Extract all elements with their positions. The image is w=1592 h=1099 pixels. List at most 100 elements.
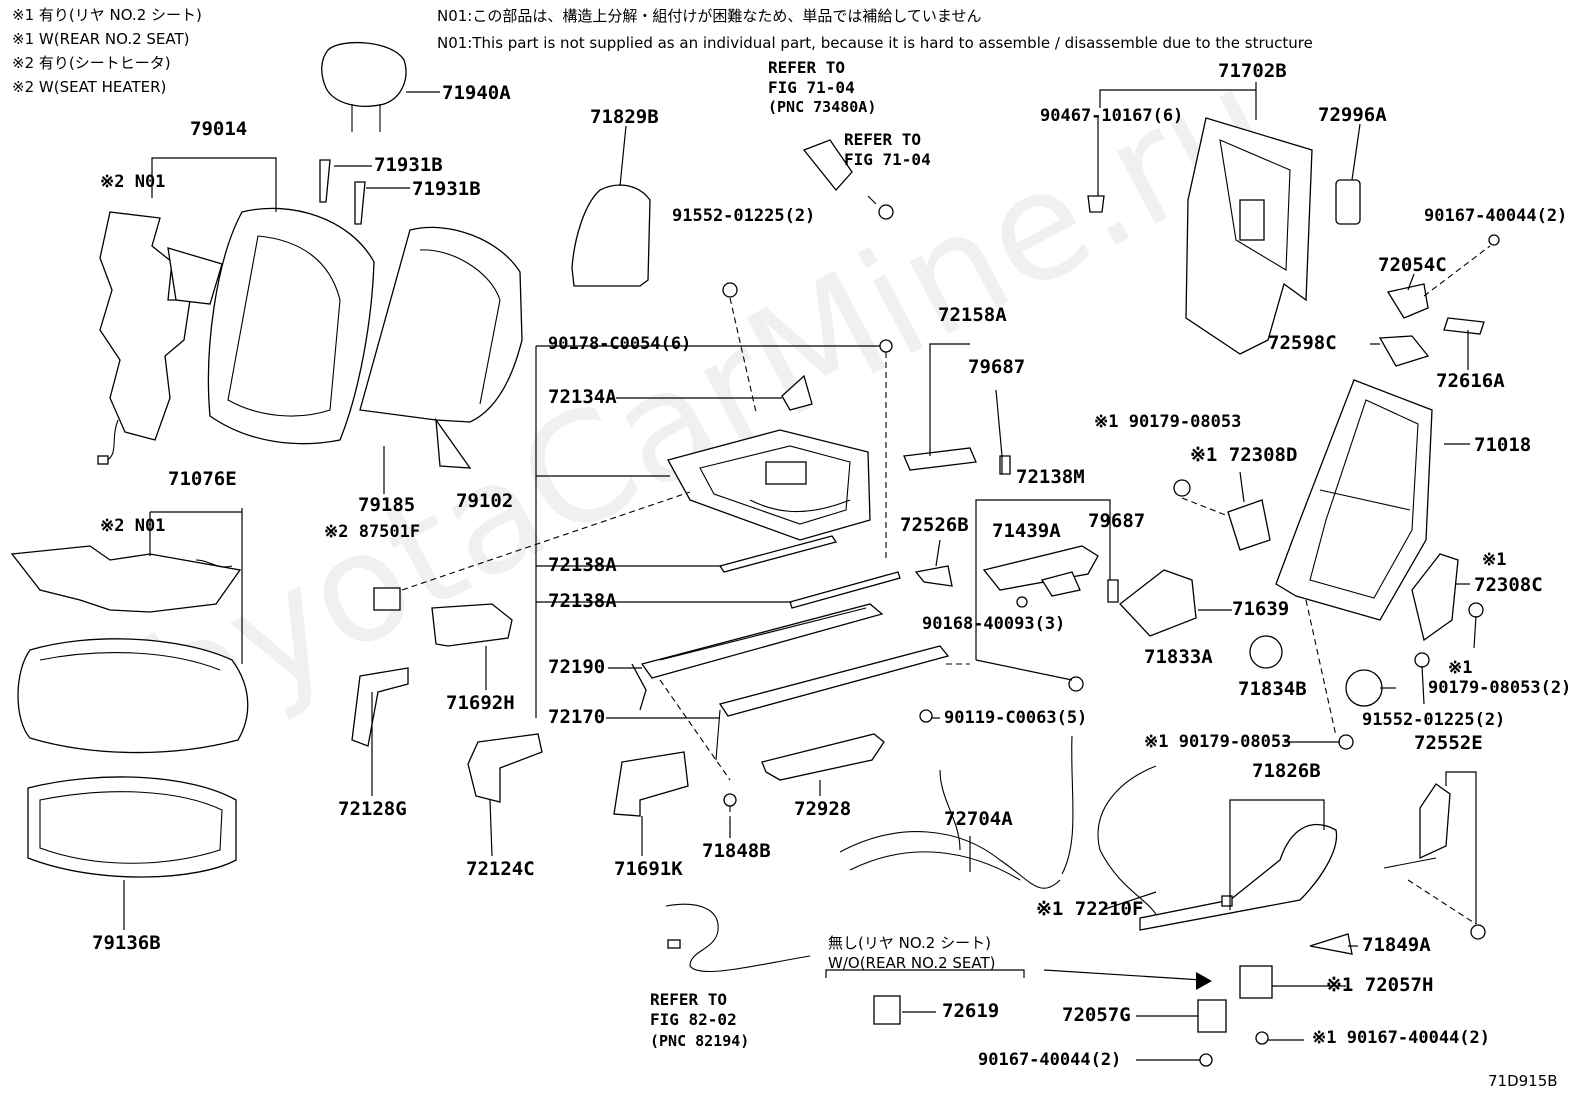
label-72054C: 72054C	[1378, 254, 1447, 276]
label-71692H: 71692H	[446, 692, 515, 714]
label-87501F: ※2 87501F	[324, 522, 421, 542]
part-71439A-lever	[982, 545, 1099, 608]
part-71834B	[1345, 669, 1383, 707]
label-71833A: 71833A	[1144, 646, 1213, 668]
part-71702B-back-board	[1185, 117, 1313, 355]
label-71829B: 71829B	[590, 106, 659, 128]
part-72598C	[1378, 335, 1430, 367]
part-recliner-handle	[802, 139, 894, 220]
part-72057G-switch	[1197, 999, 1227, 1033]
label-72158A: 72158A	[938, 304, 1007, 326]
refer-2-line2: FIG 71-04	[844, 150, 931, 169]
assembly-lines	[659, 497, 1477, 925]
label-72138A-2: 72138A	[548, 590, 617, 612]
label-79687-a: 79687	[968, 356, 1026, 378]
leader-lines	[123, 82, 1477, 1061]
part-72552E-bracket	[1383, 783, 1486, 940]
part-71692H-cover	[431, 603, 513, 647]
part-72057H-switch	[1239, 965, 1273, 999]
part-72170-rail	[715, 645, 950, 761]
label-90167-c: ※1 90167-40044(2)	[1312, 1028, 1491, 1048]
part-71833A	[1249, 635, 1283, 669]
label-90179-b-mark: ※1	[1448, 658, 1473, 678]
label-79014: 79014	[190, 118, 248, 140]
wo-arrow	[825, 969, 1212, 990]
wo-label-en: W/O(REAR NO.2 SEAT)	[828, 954, 996, 972]
part-72134A-bracket	[781, 374, 813, 411]
part-90178-bolt	[879, 339, 893, 560]
part-72158A	[903, 447, 977, 471]
part-79102-seat-frame	[667, 429, 871, 541]
label-71439A: 71439A	[992, 520, 1061, 542]
part-71848B-clip	[723, 793, 737, 820]
label-72598C: 72598C	[1268, 332, 1337, 354]
label-71849A: 71849A	[1362, 934, 1431, 956]
part-71940A-headrest	[321, 41, 407, 132]
part-90179-nut	[1338, 734, 1354, 750]
part-71076E-cushion-cover	[17, 638, 249, 754]
label-71931B-1: 71931B	[374, 154, 443, 176]
label-72170: 72170	[548, 706, 606, 728]
label-72704A: 72704A	[944, 808, 1013, 830]
part-71826B-shield	[1139, 823, 1338, 931]
part-90119-bolt	[919, 709, 933, 723]
part-72996A	[1335, 179, 1361, 225]
refer-3-line2: FIG 82-02	[650, 1010, 737, 1029]
part-90167-screw-c	[1255, 1031, 1269, 1045]
label-n01-back: ※2 N01	[100, 172, 166, 192]
part-72308C	[1411, 553, 1484, 668]
note-2-jp: ※2 有り(シートヒータ)	[12, 54, 171, 72]
wo-label-jp: 無し(リヤ NO.2 シート)	[828, 934, 991, 952]
diagram-id: 71D915B	[1488, 1072, 1558, 1090]
label-72128G: 72128G	[338, 798, 407, 820]
label-72996A: 72996A	[1318, 104, 1387, 126]
note-1-jp: ※1 有り(リヤ NO.2 シート)	[12, 6, 202, 24]
label-72124C: 72124C	[466, 858, 535, 880]
part-N01-heater-back	[97, 211, 223, 465]
part-72210F-cable	[1097, 765, 1159, 919]
part-71691K-cover	[613, 751, 689, 817]
label-71940A: 71940A	[442, 82, 511, 104]
note-n01-jp: N01:この部品は、構造上分解・組付けが困難なため、単品では補給していません	[437, 7, 982, 25]
label-72057G: 72057G	[1062, 1004, 1131, 1026]
label-91552-b: 91552-01225(2)	[1362, 710, 1506, 730]
refer-3-line1: REFER TO	[650, 990, 728, 1009]
label-71702B: 71702B	[1218, 60, 1287, 82]
part-72138A-strips	[718, 535, 901, 609]
label-71018: 71018	[1474, 434, 1532, 456]
part-harness-82-02	[665, 903, 811, 973]
part-71849A-cover	[1309, 933, 1353, 955]
label-90167-a: 90167-40044(2)	[1424, 206, 1568, 226]
part-90167-screw-b	[1199, 1053, 1213, 1067]
part-72308D	[1173, 479, 1271, 551]
label-72138A-1: 72138A	[548, 554, 617, 576]
part-72619-switch	[873, 995, 901, 1025]
label-72616A: 72616A	[1436, 370, 1505, 392]
label-90467: 90467-10167(6)	[1040, 106, 1184, 126]
label-72308C-mark: ※1	[1482, 550, 1507, 570]
refer-1-line3: (PNC 73480A)	[768, 98, 877, 116]
label-72526B: 72526B	[900, 514, 969, 536]
part-72704A-harness	[839, 735, 1074, 889]
part-71931B-guides	[319, 159, 366, 225]
label-72057H: ※1 72057H	[1326, 974, 1434, 996]
part-72526B	[914, 565, 953, 587]
label-90179-b: 90179-08053(2)	[1428, 678, 1572, 698]
label-71826B: 71826B	[1252, 760, 1321, 782]
label-72308C: 72308C	[1474, 574, 1543, 596]
label-71691K: 71691K	[614, 858, 683, 880]
label-71931B-2: 71931B	[412, 178, 481, 200]
label-72134A: 72134A	[548, 386, 617, 408]
part-79687-clip-b	[1107, 579, 1119, 603]
label-90167-b: 90167-40044(2)	[978, 1050, 1122, 1070]
label-90179-a: ※1 90179-08053	[1094, 412, 1242, 432]
note-1-en: ※1 W(REAR NO.2 SEAT)	[12, 30, 190, 48]
label-90119: 90119-C0063(5)	[944, 708, 1088, 728]
label-71848B: 71848B	[702, 840, 771, 862]
part-79185-seatback-pad	[359, 226, 523, 469]
note-2-en: ※2 W(SEAT HEATER)	[12, 78, 167, 96]
part-91552-bolt	[722, 282, 757, 413]
part-90168-bolt	[1068, 676, 1084, 692]
part-90467-clip	[1087, 195, 1105, 213]
